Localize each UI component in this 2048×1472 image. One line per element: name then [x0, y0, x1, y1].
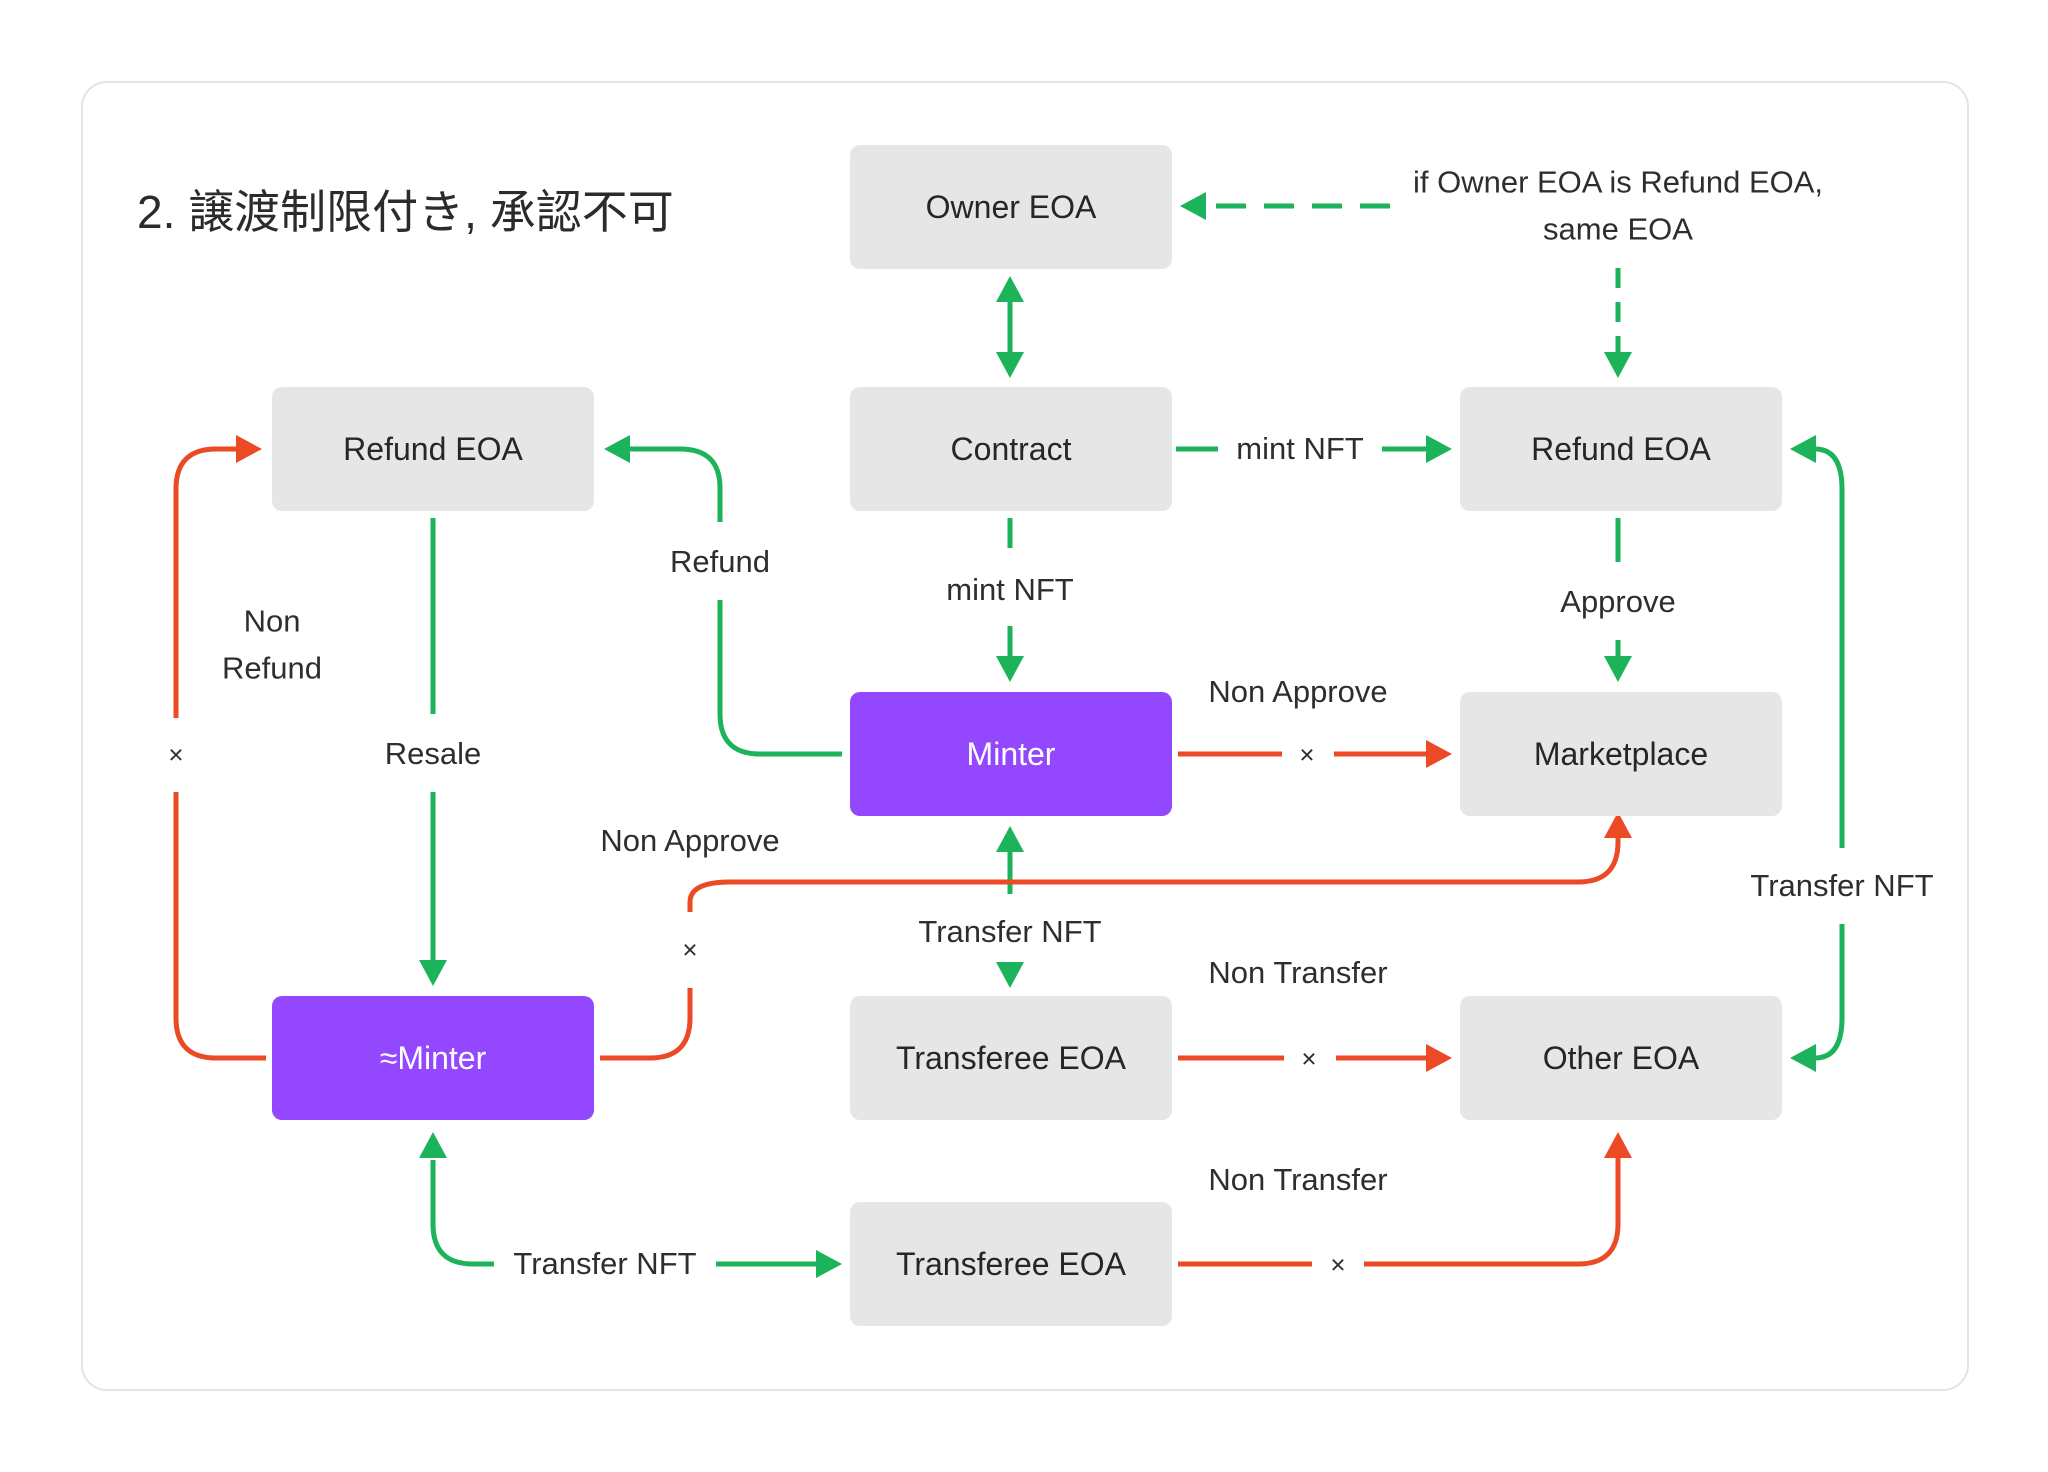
label-non-approve-2: Non Approve — [600, 822, 780, 858]
diagram-title: 2. 譲渡制限付き, 承認不可 — [137, 186, 674, 238]
node-refund-eoa-right[interactable]: Refund EOA — [1460, 387, 1782, 511]
node-minter[interactable]: Minter — [850, 692, 1172, 816]
edge-minter-refund-left-b — [630, 446, 723, 522]
edge-minter-like-marketplace-a — [600, 988, 693, 1061]
label-non-refund-line1: Non — [243, 603, 301, 639]
node-transferee-eoa-2[interactable]: Transferee EOA — [850, 1202, 1172, 1326]
edge-minter-refund-left-a — [717, 600, 842, 757]
blocked-mark-non-approve-2: × — [682, 934, 698, 965]
label-approve: Approve — [1560, 583, 1676, 619]
edge-minter-like-refund-b — [173, 446, 236, 718]
node-transferee-eoa-1[interactable]: Transferee EOA — [850, 996, 1172, 1120]
edge-other-refund-a — [1814, 446, 1845, 848]
label-non-transfer-1: Non Transfer — [1208, 954, 1388, 990]
node-refund-eoa-left[interactable]: Refund EOA — [272, 387, 594, 511]
label-mint-nft-down: mint NFT — [946, 571, 1074, 607]
edge-minter-like-marketplace-b — [687, 838, 1621, 912]
label-if-owner-line2: same EOA — [1543, 211, 1693, 246]
edge-minter-like-transferee-a — [430, 1160, 494, 1267]
edge-transferee2-other-b — [1364, 1158, 1621, 1267]
edge-other-refund-b — [1814, 924, 1845, 1061]
label-mint-nft-right: mint NFT — [1236, 430, 1364, 466]
label-refund: Refund — [670, 543, 770, 579]
blocked-mark-non-approve-1: × — [1299, 739, 1315, 770]
label-transfer-nft-mid: Transfer NFT — [918, 913, 1102, 949]
node-minter-like[interactable]: ≈Minter — [272, 996, 594, 1120]
label-transfer-nft-bottom: Transfer NFT — [513, 1245, 697, 1281]
edge-minter-like-refund-a — [173, 792, 266, 1061]
node-other-eoa[interactable]: Other EOA — [1460, 996, 1782, 1120]
label-resale: Resale — [384, 735, 482, 771]
node-contract[interactable]: Contract — [850, 387, 1172, 511]
label-non-refund-line2: Refund — [222, 650, 322, 685]
label-transfer-nft-right: Transfer NFT — [1750, 867, 1934, 903]
label-non-approve-1: Non Approve — [1208, 673, 1388, 709]
node-marketplace[interactable]: Marketplace — [1460, 692, 1782, 816]
node-owner-eoa[interactable]: Owner EOA — [850, 145, 1172, 269]
blocked-mark-non-transfer-1: × — [1301, 1043, 1317, 1074]
label-non-transfer-2: Non Transfer — [1208, 1161, 1388, 1197]
label-non-refund: Non Refund — [222, 599, 322, 692]
blocked-mark-non-transfer-2: × — [1330, 1249, 1346, 1280]
label-if-owner-line1: if Owner EOA is Refund EOA, — [1412, 164, 1824, 200]
label-if-owner: if Owner EOA is Refund EOA, same EOA — [1413, 160, 1823, 253]
blocked-mark-non-refund: × — [168, 739, 184, 770]
